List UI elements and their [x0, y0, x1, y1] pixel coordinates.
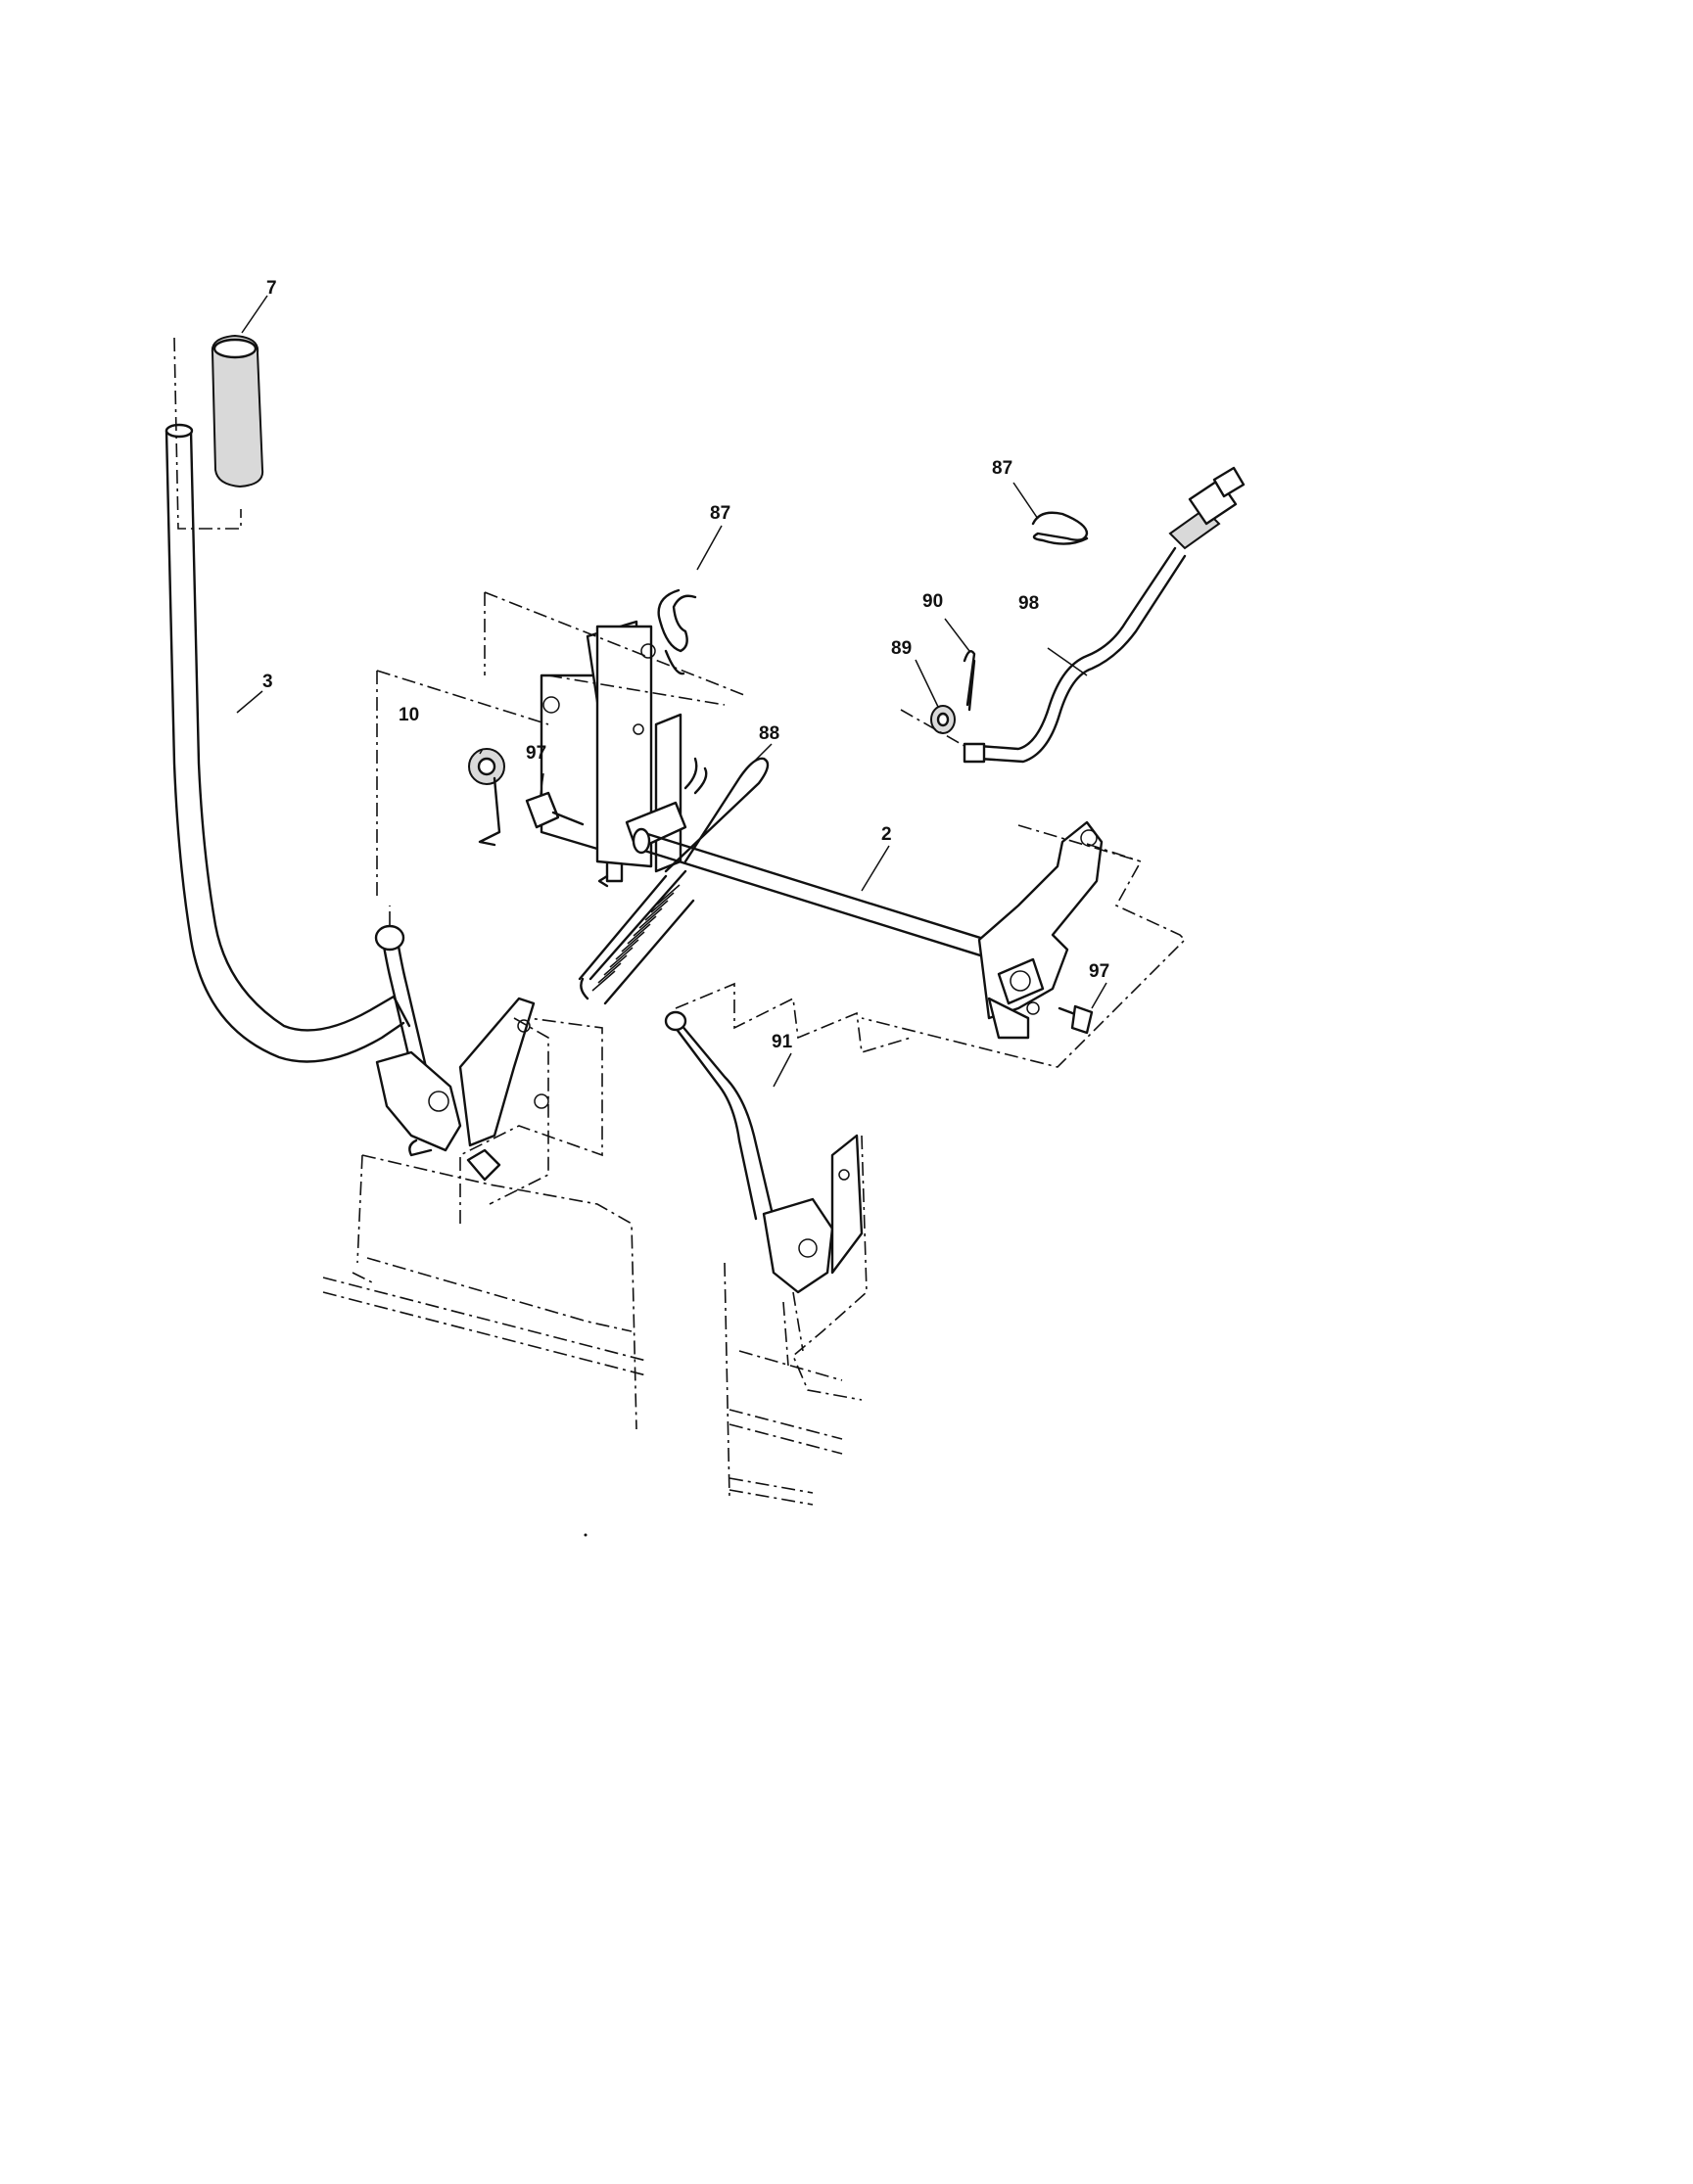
callout-10: 10	[399, 705, 419, 725]
leader-lines	[236, 295, 1107, 1088]
cotter-pin-90	[963, 650, 976, 712]
spring-88	[664, 757, 770, 873]
washer-89	[930, 705, 956, 734]
spring-10	[468, 748, 505, 847]
callout-87-right: 87	[992, 458, 1012, 479]
callout-3: 3	[262, 672, 273, 692]
zigzag-dash	[675, 982, 912, 1054]
washer-dash	[900, 709, 965, 747]
callout-labels: 7 3 10 97 87 88 2 87 90 89 98 97 91	[262, 278, 1109, 1052]
grip-centerline	[173, 337, 242, 530]
tension-spring	[578, 869, 695, 1005]
bracket-outline-dash	[484, 591, 745, 706]
left-frame	[322, 1154, 647, 1430]
hairpin-clip-87-center	[657, 588, 697, 675]
lift-shaft	[632, 827, 1011, 966]
center-bracket	[540, 620, 687, 888]
callout-91: 91	[772, 1032, 793, 1052]
callout-88: 88	[759, 723, 779, 744]
callout-97-right: 97	[1089, 961, 1109, 982]
right-bracket-dash	[861, 824, 1187, 1068]
spring-10-dash	[376, 670, 549, 901]
callout-90: 90	[922, 591, 943, 612]
bolt-97-left	[525, 791, 585, 829]
callout-97-left: 97	[526, 743, 546, 764]
handle-grip	[211, 334, 264, 488]
callout-2: 2	[881, 824, 892, 845]
callout-87-center: 87	[710, 503, 730, 524]
stray-dot	[584, 1533, 588, 1537]
left-lower-bracket	[375, 997, 549, 1182]
right-link-91	[664, 1010, 776, 1221]
right-frame	[724, 1262, 843, 1506]
callout-98: 98	[1018, 593, 1039, 614]
right-lower-bracket	[762, 1134, 864, 1294]
left-link	[374, 924, 428, 1069]
adjustment-rod-98	[963, 466, 1246, 764]
bolt-97-right	[1058, 1004, 1094, 1035]
lift-handle	[165, 423, 411, 1063]
callout-7: 7	[266, 278, 277, 299]
right-lower-dash	[782, 1135, 868, 1401]
right-bracket	[977, 820, 1104, 1040]
callout-89: 89	[891, 638, 912, 659]
hairpin-clip-87-right	[1031, 511, 1089, 545]
left-lower-dash	[459, 1017, 603, 1224]
